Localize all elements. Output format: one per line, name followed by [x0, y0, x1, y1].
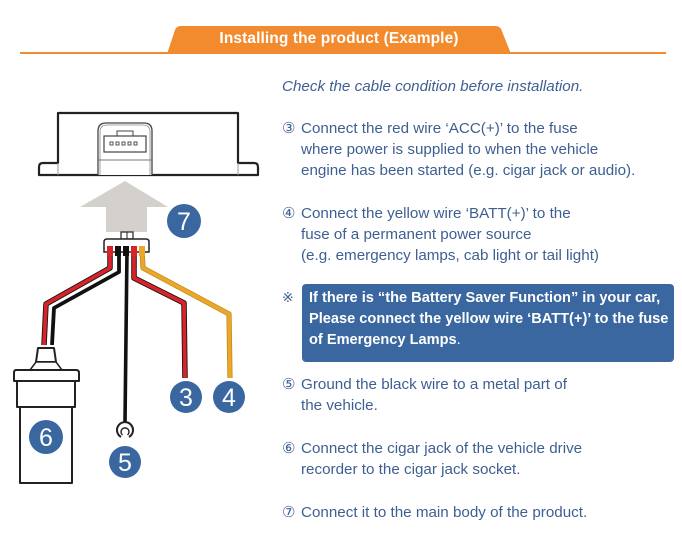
note-emphasis: Emergency Lamps	[326, 332, 457, 348]
step-text: Connect the red wire ‘ACC(+)’ to the fus…	[301, 120, 578, 137]
step-number: ④	[282, 205, 296, 222]
note-mark: ※	[282, 289, 294, 305]
badge-4	[213, 381, 245, 413]
battery-saver-note: If there is “the Battery Saver Function”…	[302, 284, 674, 362]
step-text: Ground the black wire to a metal part of	[301, 376, 567, 393]
step-text: Connect the yellow wire ‘BATT(+)’ to the	[301, 205, 571, 222]
step-text: Connect it to the main body of the produ…	[301, 504, 588, 521]
step-number: ⑥	[282, 440, 296, 457]
step-number: ⑤	[282, 376, 296, 393]
header-tab: Installing the product (Example)	[167, 26, 511, 54]
note-text: of	[309, 332, 327, 348]
step-6: ⑥ Connect the cigar jack of the vehicle d…	[282, 438, 582, 480]
note-text: Please connect the yellow wire ‘BATT(+)’…	[309, 311, 669, 327]
badge-6	[29, 420, 63, 454]
badge-3-label: 3	[179, 384, 193, 412]
step-text: recorder to the cigar jack socket.	[301, 461, 521, 478]
step-number: ③	[282, 120, 296, 137]
main-body-device	[37, 111, 260, 177]
cigar-jack	[13, 347, 80, 484]
step-number: ⑦	[282, 504, 296, 521]
step-7: ⑦ Connect it to the main body of the prod…	[282, 502, 587, 523]
intro-text: Check the cable condition before install…	[282, 78, 584, 95]
step-text: fuse of a permanent power source	[301, 226, 532, 243]
note-text: If there is “the Battery Saver Function”…	[309, 290, 661, 306]
step-text: (e.g. emergency lamps, cab light or tail…	[301, 247, 599, 264]
step-text: the vehicle.	[301, 397, 378, 414]
header-tab-shape	[167, 26, 511, 54]
wiring-diagram: 7 3 4 5 6	[13, 111, 260, 484]
page-title: Installing the product (Example)	[219, 30, 459, 47]
step-text: Connect the cigar jack of the vehicle dr…	[301, 440, 583, 457]
step-5: ⑤ Ground the black wire to a metal part o…	[282, 374, 567, 416]
insert-arrow	[80, 181, 168, 232]
badge-4-label: 4	[222, 384, 236, 412]
badge-5	[109, 446, 141, 478]
wire-connector	[103, 231, 150, 256]
badge-7	[167, 204, 201, 238]
badge-3	[170, 381, 202, 413]
step-4: ④ Connect the yellow wire ‘BATT(+)’ to th…	[282, 203, 599, 266]
step-3: ③ Connect the red wire ‘ACC(+)’ to the fu…	[282, 118, 635, 181]
note-text: .	[456, 332, 461, 348]
badge-5-label: 5	[118, 449, 132, 477]
ring-terminal	[116, 421, 134, 438]
ground-wire	[123, 249, 129, 423]
badge-7-label: 7	[177, 208, 191, 236]
step-text: engine has been started (e.g. cigar jack…	[301, 162, 636, 179]
step-text: where power is supplied to when the vehi…	[301, 141, 599, 158]
badge-6-label: 6	[39, 424, 53, 452]
